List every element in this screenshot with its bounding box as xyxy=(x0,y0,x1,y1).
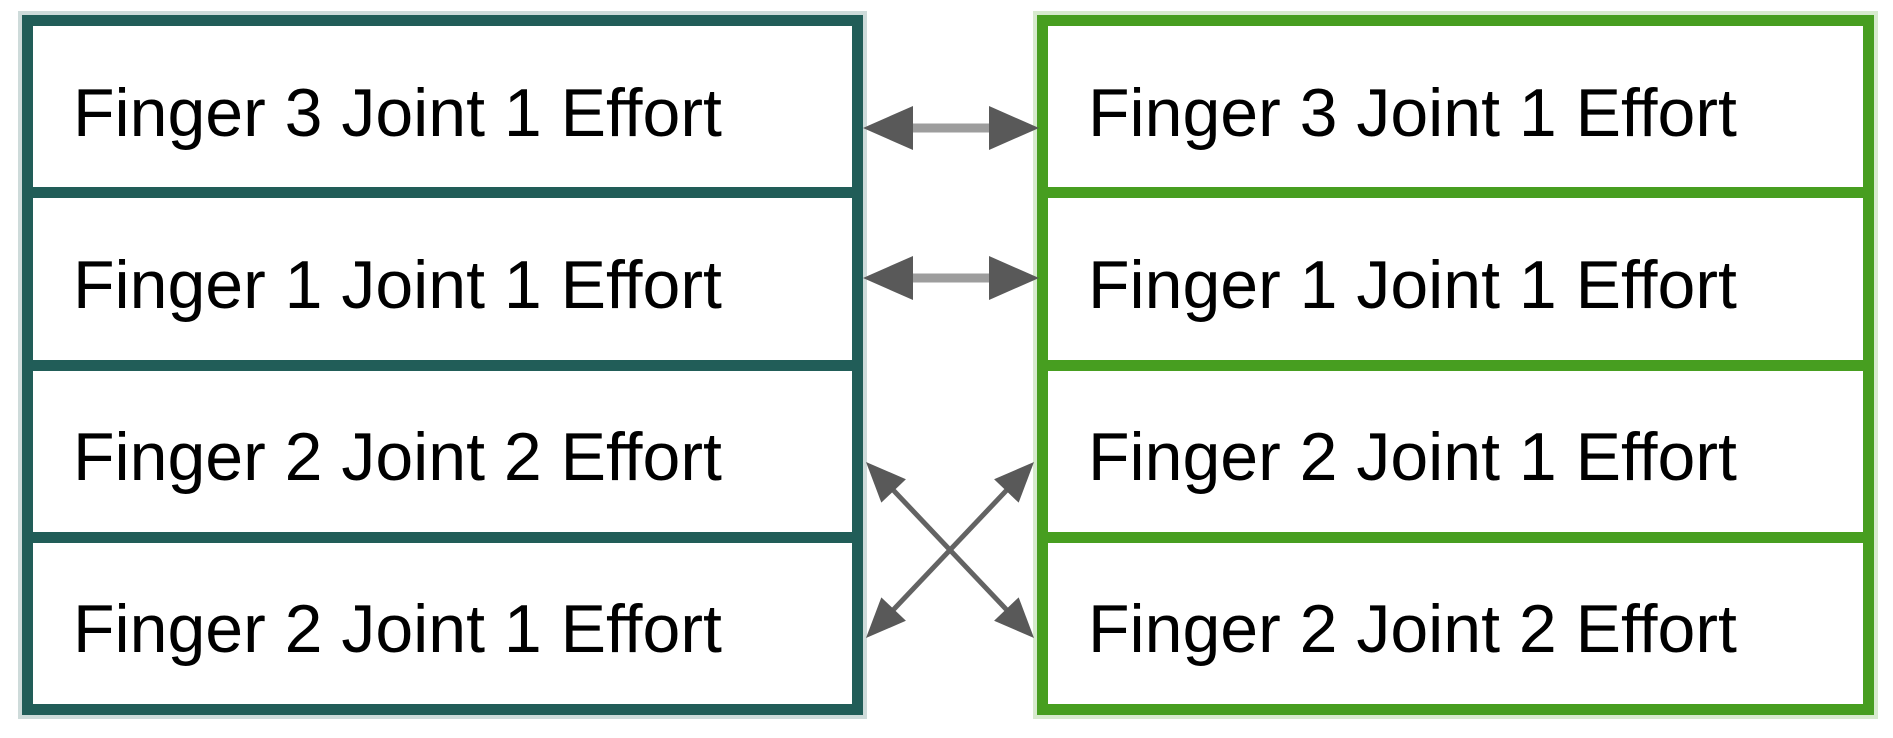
left-box-finger2-joint1: Finger 2 Joint 1 Effort xyxy=(33,531,852,704)
right-box-4-label: Finger 2 Joint 2 Effort xyxy=(1088,591,1737,668)
right-box-2-label: Finger 1 Joint 1 Effort xyxy=(1088,246,1737,323)
right-column: Finger 3 Joint 1 Effort Finger 1 Joint 1… xyxy=(1037,15,1874,715)
left-box-1-label: Finger 3 Joint 1 Effort xyxy=(73,74,722,151)
right-box-finger2-joint1: Finger 2 Joint 1 Effort xyxy=(1048,359,1863,532)
right-box-3-label: Finger 2 Joint 1 Effort xyxy=(1088,419,1737,496)
double-arrow-row2-icon xyxy=(863,256,1039,300)
right-box-1-label: Finger 3 Joint 1 Effort xyxy=(1088,74,1737,151)
right-box-finger1-joint1: Finger 1 Joint 1 Effort xyxy=(1048,187,1863,360)
right-box-finger3-joint1: Finger 3 Joint 1 Effort xyxy=(1048,26,1863,188)
cross-arrow-left4-right3-icon xyxy=(866,462,1034,638)
cross-arrow-left3-right4-icon xyxy=(866,462,1034,638)
left-column: Finger 3 Joint 1 Effort Finger 1 Joint 1… xyxy=(22,15,863,715)
left-box-3-label: Finger 2 Joint 2 Effort xyxy=(73,419,722,496)
double-arrow-row1-icon xyxy=(863,106,1039,150)
left-box-finger3-joint1: Finger 3 Joint 1 Effort xyxy=(33,26,852,188)
left-box-4-label: Finger 2 Joint 1 Effort xyxy=(73,591,722,668)
left-box-finger1-joint1: Finger 1 Joint 1 Effort xyxy=(33,187,852,360)
left-box-finger2-joint2: Finger 2 Joint 2 Effort xyxy=(33,359,852,532)
left-box-2-label: Finger 1 Joint 1 Effort xyxy=(73,246,722,323)
right-box-finger2-joint2: Finger 2 Joint 2 Effort xyxy=(1048,531,1863,704)
